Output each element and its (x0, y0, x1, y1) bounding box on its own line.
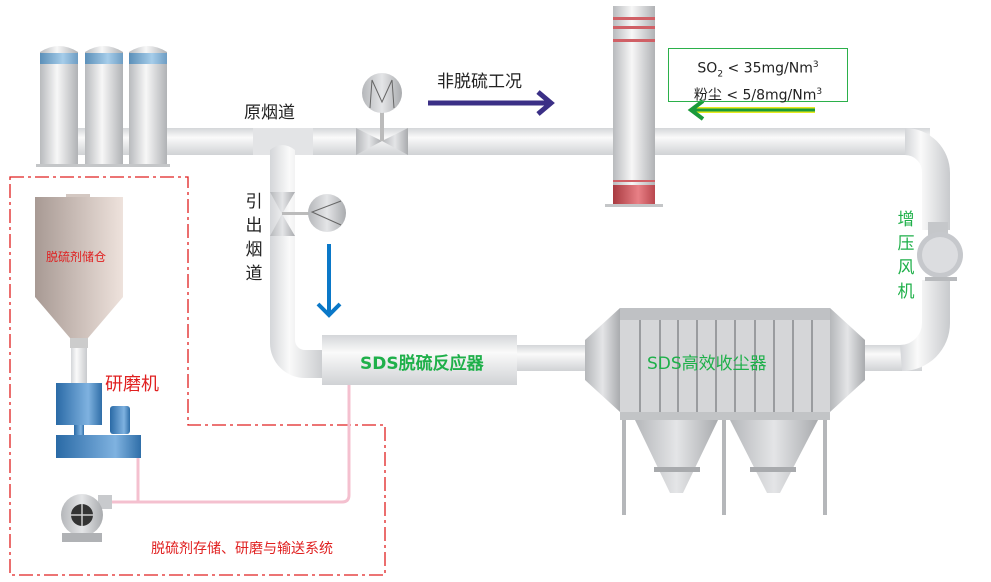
non-desulf-flow-arrow-icon (428, 90, 555, 116)
collector-label: SDS高效收尘器 (647, 354, 767, 374)
valve-motor-icon (362, 73, 402, 113)
booster-fan-label: 增压风机 (897, 210, 915, 302)
reactor-to-collector-duct (517, 345, 592, 371)
silo-label: 脱硫剂储仓 (46, 250, 107, 264)
grinding-mill (56, 383, 141, 458)
absorber-towers (36, 46, 170, 167)
raw-flue-duct (40, 128, 930, 155)
raw-duct-label: 原烟道 (244, 103, 295, 123)
sorbent-silo (35, 194, 123, 383)
so2-subscript: 2 (717, 69, 724, 80)
non-desulf-label: 非脱硫工况 (437, 72, 522, 92)
lead-out-valve[interactable] (270, 192, 346, 236)
sds-bag-collector (585, 308, 865, 515)
emission-limits-box: SO2 < 35mg/Nm3 粉尘 < 5/8mg/Nm3 (668, 48, 848, 105)
system-boundary (9, 176, 386, 576)
booster-fan (917, 222, 963, 281)
unit-superscript: 3 (812, 60, 819, 70)
unit-superscript: 3 (816, 87, 823, 98)
mill-label: 研磨机 (105, 374, 159, 395)
dust-value: < 5/8mg/Nm (721, 88, 817, 105)
fan-riser-elbow (900, 280, 950, 371)
dust-text: 粉尘 (693, 88, 722, 105)
clean-gas-arrow-icon (687, 99, 815, 121)
down-flow-arrow-icon (316, 244, 342, 318)
bypass-valve[interactable] (356, 73, 408, 155)
so2-value: < 35mg/Nm (723, 60, 813, 77)
lead-out-duct-label: 引出烟道 (245, 192, 263, 284)
lead-out-duct (270, 145, 325, 378)
conveying-blower-icon (61, 494, 112, 542)
dust-limit: 粉尘 < 5/8mg/Nm3 (669, 83, 847, 105)
system-label: 脱硫剂存储、研磨与输送系统 (151, 541, 333, 557)
chimney-stack (605, 6, 663, 207)
reactor-label: SDS脱硫反应器 (360, 354, 484, 374)
so2-text: SO (697, 60, 718, 77)
duct-elbow-right (905, 128, 950, 230)
sds-reactor (322, 335, 517, 385)
conveying-line (110, 385, 351, 504)
so2-limit: SO2 < 35mg/Nm3 (669, 56, 847, 83)
